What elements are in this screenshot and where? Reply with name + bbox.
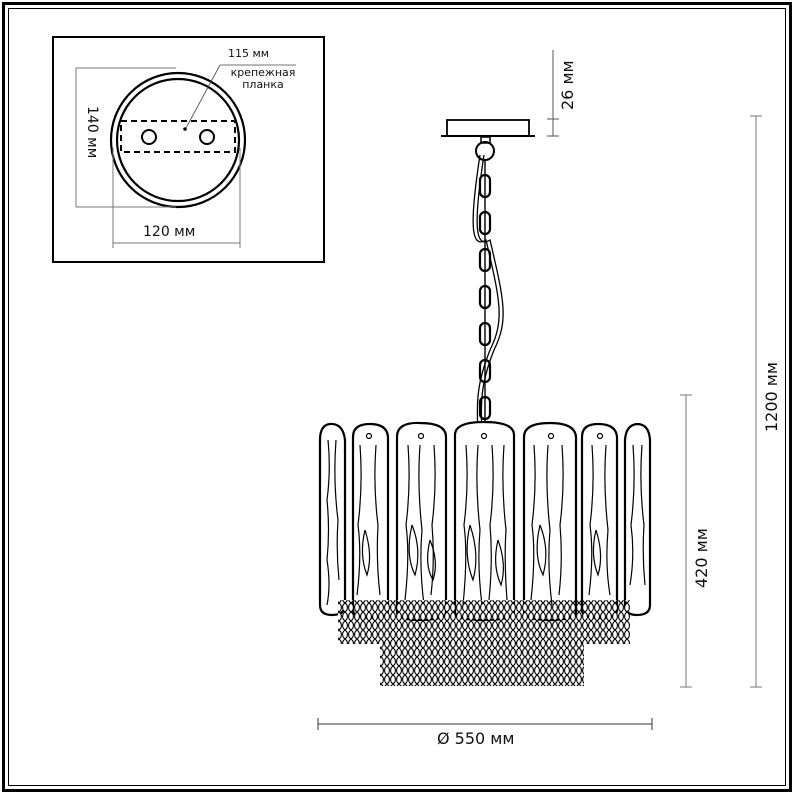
bead-fringe — [338, 600, 630, 686]
total-height-label: 1200 мм — [762, 362, 781, 432]
plate-name-label-line1: крепежная — [230, 66, 296, 79]
canopy-height-label: 26 мм — [558, 60, 577, 110]
drawing-frame-inner — [8, 8, 786, 786]
canopy-top-view — [109, 64, 296, 209]
ceiling-canopy — [441, 119, 535, 161]
glass-texture — [326, 432, 646, 606]
plate-size-label: 115 мм — [228, 47, 270, 60]
glass-panels — [318, 420, 652, 622]
inset-dimension-lines — [75, 67, 241, 248]
dimension-lines — [317, 50, 762, 730]
diameter-label: Ø 550 мм — [437, 729, 515, 748]
drawing-frame-outer — [2, 2, 792, 792]
plate-name-label-line2: планка — [242, 78, 284, 91]
power-cable — [472, 154, 504, 431]
inset-height-label: 140 мм — [84, 106, 100, 159]
body-height-label: 420 мм — [692, 528, 711, 588]
suspension-chain — [478, 160, 492, 430]
inset-width-label: 120 мм — [143, 224, 196, 240]
